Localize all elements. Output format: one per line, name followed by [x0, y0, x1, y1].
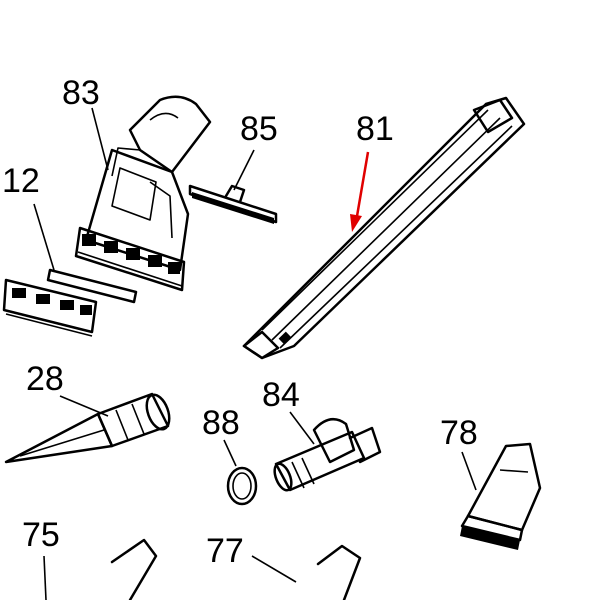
part-28-crevice-tool [4, 392, 171, 464]
label-28: 28 [26, 360, 64, 398]
part-83-upholstery-tool [74, 95, 212, 292]
label-83: 83 [62, 74, 100, 112]
label-88: 88 [202, 404, 240, 442]
leader-line-83 [91, 107, 109, 171]
label-78: 78 [440, 414, 478, 452]
leader-line-84 [289, 411, 315, 445]
leader-line-78 [461, 451, 477, 491]
part-12-brush-insert [2, 268, 138, 337]
label-75: 75 [22, 516, 60, 554]
leader-line-77 [251, 555, 297, 583]
part-78-dusting-brush [460, 442, 542, 550]
label-85: 85 [240, 110, 278, 148]
leader-line-28 [59, 395, 109, 417]
leader-line-12 [33, 203, 55, 271]
label-12: 12 [2, 162, 40, 200]
part-81-extension-wand [242, 96, 526, 360]
part-88-o-ring [226, 466, 258, 506]
part-85-squeegee [188, 184, 278, 224]
leader-line-75 [43, 555, 47, 600]
leader-line-88 [223, 439, 237, 467]
label-77: 77 [206, 532, 244, 570]
part-83-bristles [77, 234, 183, 287]
part-77-partial [316, 544, 362, 600]
leader-line-85 [233, 149, 255, 191]
part-75-partial [110, 538, 158, 600]
label-81: 81 [356, 110, 394, 148]
label-84: 84 [262, 376, 300, 414]
pointer-arrow-81 [350, 151, 370, 232]
part-84-connector [273, 417, 382, 492]
